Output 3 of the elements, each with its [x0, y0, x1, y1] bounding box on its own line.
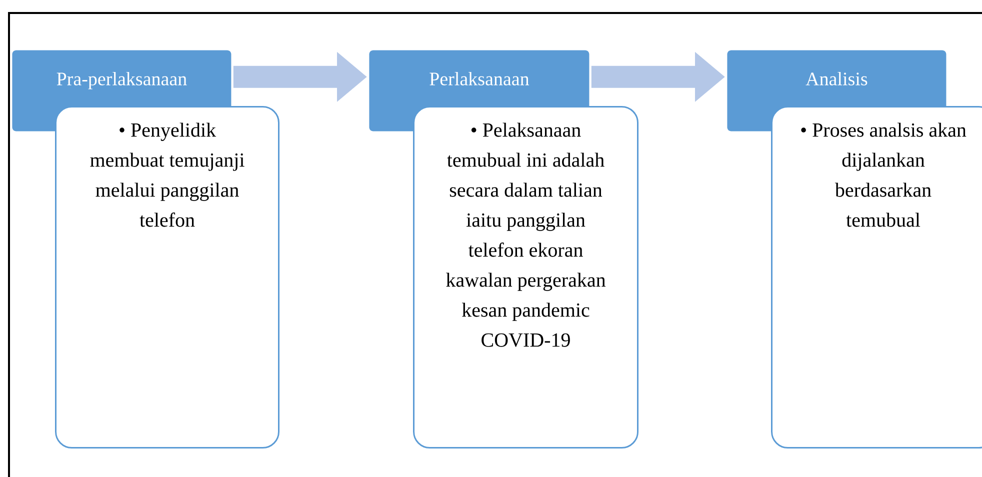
stage-detail-box: • Proses analsis akan dijalankan berdasarkan temubual [771, 106, 982, 448]
stage-detail-box: • Pelaksanaan temubual ini adalah secara dalam talian iaitu panggilan telefon ekoran kawalan pergerakan kesan pandemic COVID-19 [413, 106, 638, 448]
stage-detail-box: • Penyelidik membuat temujanji melalui panggilan telefon [55, 106, 280, 448]
